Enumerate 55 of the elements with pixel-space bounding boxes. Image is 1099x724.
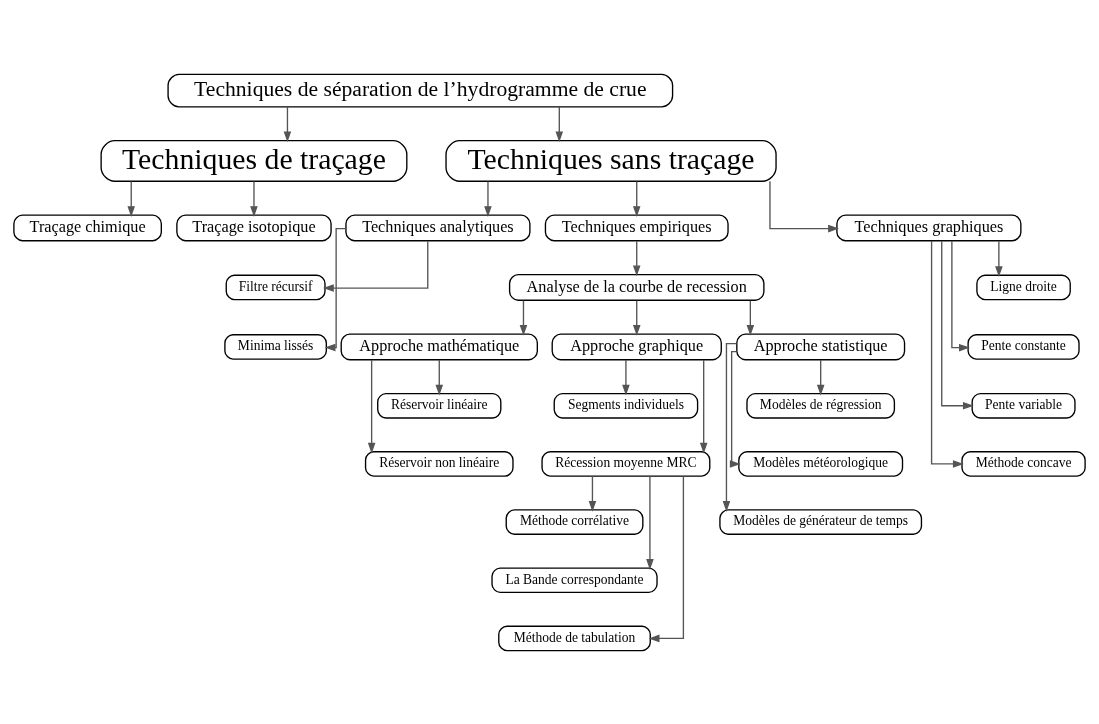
node-box: Traçage chimique: [13, 213, 162, 241]
node-box: Approche graphique: [551, 332, 722, 360]
arrow: [816, 358, 825, 396]
node-box: Réservoir non linéaire: [364, 450, 514, 477]
arrow: [588, 475, 597, 512]
node-box: Approche mathématique: [340, 332, 538, 360]
arrow: [746, 299, 755, 336]
node-box: Techniques analytiques: [345, 213, 531, 241]
node-box: Techniques graphiques: [836, 213, 1022, 241]
node-box: Traçage isotopique: [176, 213, 332, 241]
arrow: [632, 239, 641, 276]
arrow: [995, 239, 1003, 277]
node-box: Pente variable: [971, 392, 1076, 419]
arrow: [648, 475, 685, 642]
node-box: La Bande correspondante: [491, 566, 658, 593]
node-box: Réservoir linéaire: [377, 392, 502, 419]
arrow: [519, 299, 528, 336]
arrow: [324, 227, 347, 351]
node-box: Techniques de séparation de l’hydrogramme de crue: [167, 73, 674, 108]
arrow: [951, 240, 970, 351]
arrow: [699, 358, 708, 454]
node-box: Ligne droite: [976, 274, 1071, 300]
arrow: [941, 240, 974, 410]
arrow: [283, 105, 292, 142]
arrow: [632, 299, 641, 336]
node-box: Pente constante: [967, 333, 1080, 360]
arrow: [646, 475, 654, 570]
arrow: [722, 342, 738, 512]
node-box: Techniques sans traçage: [445, 139, 777, 182]
arrow: [435, 358, 444, 396]
arrow: [729, 350, 741, 468]
node-box: Modèles de générateur de temps: [719, 508, 923, 535]
node-box: Modèles météorologique: [738, 450, 904, 477]
node-box: Filtre récursif: [225, 274, 326, 300]
arrow: [484, 180, 492, 217]
arrow: [127, 180, 136, 217]
node-box: Approche statistique: [736, 332, 906, 360]
node-box: Minima lissés: [224, 333, 327, 360]
node-box: Segments individuels: [553, 392, 699, 419]
node-box: Modèles de régression: [746, 392, 896, 419]
arrow: [367, 358, 376, 454]
arrow: [322, 240, 429, 292]
node-box: Techniques de traçage: [100, 139, 408, 182]
node-box: Méthode corrélative: [505, 508, 644, 535]
arrow: [250, 180, 258, 217]
node-box: Récession moyenne MRC: [541, 450, 711, 477]
node-box: Méthode concave: [961, 450, 1086, 477]
arrow: [622, 358, 630, 396]
node-box: Techniques empiriques: [544, 213, 729, 241]
arrow: [769, 180, 839, 232]
node-box: Analyse de la courbe de recession: [508, 273, 765, 301]
arrow: [555, 105, 564, 142]
arrow: [930, 239, 964, 468]
arrow: [632, 180, 641, 217]
node-box: Méthode de tabulation: [498, 625, 651, 651]
